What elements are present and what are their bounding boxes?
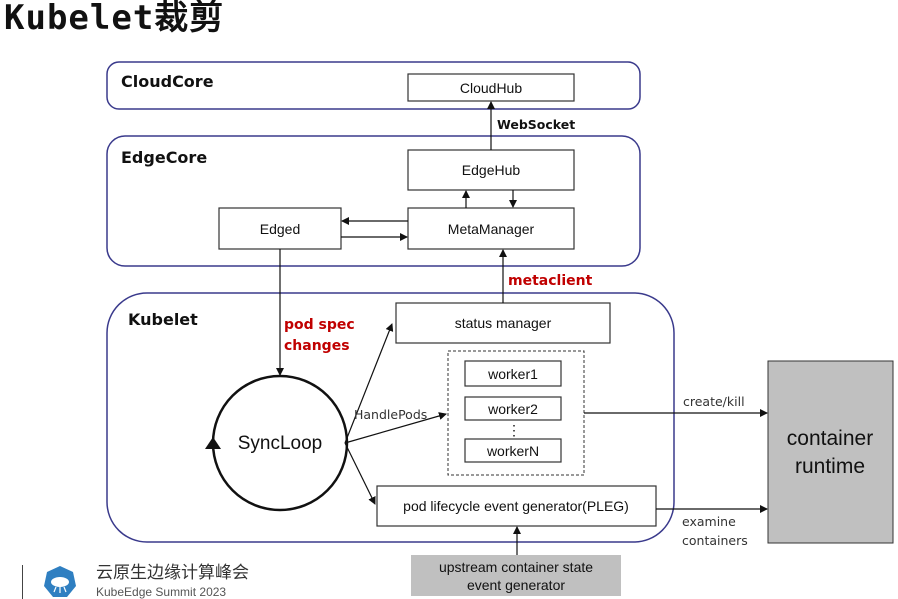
edged-label: Edged bbox=[260, 221, 300, 237]
workerN-label: workerN bbox=[486, 443, 539, 459]
upstream-node: upstream container state event generator bbox=[411, 555, 621, 596]
edged-node: Edged bbox=[218, 207, 342, 250]
syncloop-label: SyncLoop bbox=[238, 433, 323, 454]
edgehub-node: EdgeHub bbox=[407, 149, 575, 191]
worker2-label: worker2 bbox=[487, 401, 538, 417]
edgecore-label: EdgeCore bbox=[121, 148, 207, 167]
syncloop-to-pleg-edge bbox=[344, 442, 376, 505]
kubelet-group: Kubelet bbox=[106, 292, 675, 543]
cloudhub-node: CloudHub bbox=[407, 73, 575, 102]
pod-spec-label-2: changes bbox=[284, 338, 350, 354]
examine-label-2: containers bbox=[682, 533, 748, 548]
pod-spec-label-1: pod spec bbox=[284, 317, 355, 333]
page-title: Kubelet裁剪 bbox=[4, 0, 225, 38]
worker1-label: worker1 bbox=[487, 366, 538, 382]
metamanager-node: MetaManager bbox=[407, 207, 575, 250]
summit-logo-icon bbox=[44, 566, 76, 597]
handlepods-label: HandlePods bbox=[354, 407, 427, 422]
pleg-label: pod lifecycle event generator(PLEG) bbox=[403, 498, 629, 514]
syncloop-node: SyncLoop bbox=[205, 374, 349, 512]
upstream-label-2: event generator bbox=[467, 577, 565, 593]
workers-group: worker1 worker2 ⋮ workerN bbox=[447, 350, 585, 476]
status-manager-node: status manager bbox=[395, 302, 611, 344]
edgehub-label: EdgeHub bbox=[462, 162, 521, 178]
create-kill-label: create/kill bbox=[683, 394, 745, 409]
examine-label-1: examine bbox=[682, 514, 736, 529]
metaclient-label: metaclient bbox=[508, 273, 593, 289]
footer-divider bbox=[22, 565, 23, 599]
pleg-node: pod lifecycle event generator(PLEG) bbox=[376, 485, 657, 527]
worker-ellipsis: ⋮ bbox=[507, 422, 521, 438]
cloudcore-label: CloudCore bbox=[121, 72, 214, 91]
edgecore-group: EdgeCore bbox=[106, 135, 641, 267]
container-runtime-label-1: container bbox=[787, 427, 873, 450]
footer-title: 云原生边缘计算峰会 bbox=[96, 563, 249, 583]
container-runtime-label-2: runtime bbox=[795, 455, 865, 478]
kubelet-label: Kubelet bbox=[128, 310, 198, 329]
loop-arrow-icon bbox=[205, 437, 221, 449]
metamanager-label: MetaManager bbox=[448, 221, 535, 237]
handlepods-edge bbox=[344, 412, 447, 444]
syncloop-to-status-edge bbox=[344, 323, 394, 444]
upstream-label-1: upstream container state bbox=[439, 559, 593, 575]
footer-subtitle: KubeEdge Summit 2023 bbox=[96, 585, 227, 599]
status-manager-label: status manager bbox=[455, 315, 552, 331]
websocket-label: WebSocket bbox=[497, 117, 575, 132]
container-runtime-node: container runtime bbox=[767, 360, 894, 544]
cloudhub-label: CloudHub bbox=[460, 80, 522, 96]
cloudcore-group: CloudCore bbox=[106, 61, 641, 110]
